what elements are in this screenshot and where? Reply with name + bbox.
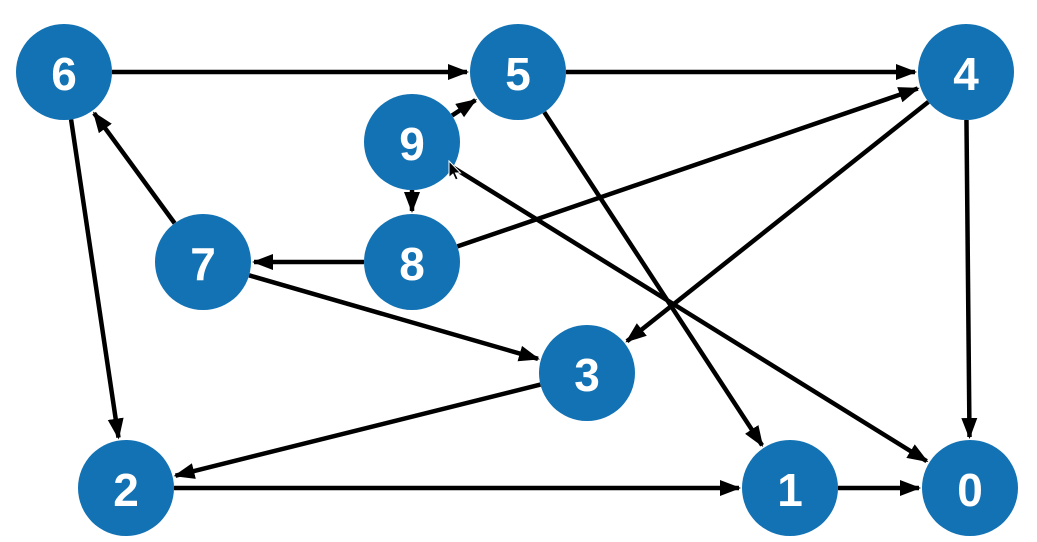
nodes-layer: 6 5 4 9 7 8 3 2 1 0: [16, 24, 1018, 536]
node-1-label: 1: [777, 464, 803, 516]
node-6[interactable]: 6: [16, 24, 112, 120]
node-7[interactable]: 7: [155, 214, 251, 310]
node-2-circle[interactable]: [78, 440, 174, 536]
node-4[interactable]: 4: [918, 24, 1014, 120]
node-5[interactable]: 5: [470, 24, 566, 120]
edges-layer: [68, 64, 978, 496]
edge-4-to-0: [961, 119, 978, 440]
node-6-circle[interactable]: [16, 24, 112, 120]
node-4-label: 4: [953, 48, 979, 100]
node-5-circle[interactable]: [470, 24, 566, 120]
node-7-label: 7: [190, 238, 216, 290]
edge-6-to-2: [68, 119, 124, 440]
node-3[interactable]: 3: [539, 325, 635, 421]
node-0-circle[interactable]: [922, 440, 1018, 536]
node-9[interactable]: 9: [364, 94, 460, 190]
edge-3-to-2: [173, 382, 541, 479]
node-6-label: 6: [51, 48, 77, 100]
node-5-label: 5: [505, 48, 531, 100]
node-1-circle[interactable]: [742, 440, 838, 536]
node-1[interactable]: 1: [742, 440, 838, 536]
node-3-label: 3: [574, 349, 600, 401]
edge-4-to-3: [625, 100, 930, 344]
node-2[interactable]: 2: [78, 440, 174, 536]
node-3-circle[interactable]: [539, 325, 635, 421]
edge-9-to-5: [450, 98, 478, 118]
node-7-circle[interactable]: [155, 214, 251, 310]
node-4-circle[interactable]: [918, 24, 1014, 120]
node-9-circle[interactable]: [364, 94, 460, 190]
edge-5-to-1: [542, 110, 764, 447]
cursor-layer: [448, 159, 462, 181]
node-0[interactable]: 0: [922, 440, 1018, 536]
edge-9-to-0: [451, 165, 929, 464]
node-8-label: 8: [399, 238, 425, 290]
mouse-cursor-icon: [448, 159, 462, 181]
edge-7-to-6: [92, 111, 177, 225]
node-0-label: 0: [957, 464, 983, 516]
node-9-label: 9: [399, 118, 425, 170]
edge-7-to-3: [248, 273, 540, 362]
node-2-label: 2: [113, 464, 139, 516]
node-8[interactable]: 8: [364, 214, 460, 310]
node-8-circle[interactable]: [364, 214, 460, 310]
